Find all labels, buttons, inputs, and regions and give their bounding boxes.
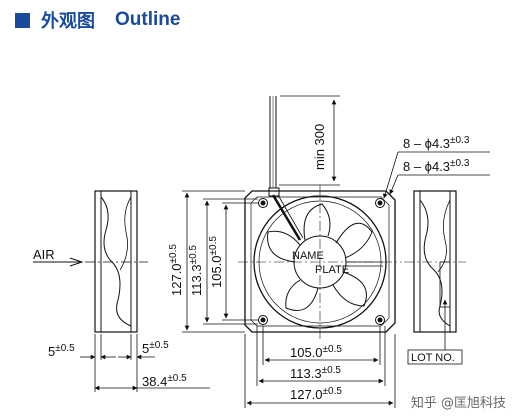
horizontal-dims [244,326,396,408]
lead-length-label: min 300 [312,124,327,170]
hole-callouts [382,151,490,199]
horizontal-dim-113: 113.3±0.5 [290,365,341,381]
lot-no-leader [407,299,463,365]
air-flow-arrow: AIR [33,247,84,267]
side-dim-left: 5±0.5 [48,343,75,359]
name-plate-line1: NAME [292,250,324,262]
hole-callout-2: 8 – ϕ4.3±0.3 [403,158,470,174]
right-side-view [404,190,466,333]
vertical-dim-127: 127.0±0.5 [168,244,184,296]
side-dim-right: 5±0.5 [142,340,169,356]
vertical-dim-113: 113.3±0.5 [188,245,204,296]
side-dim-depth: 38.4±0.5 [142,373,187,389]
hole-callout-1: 8 – ϕ4.3±0.3 [403,135,470,151]
header-title-cn: 外观图 [41,11,95,32]
name-plate-line2: PLATE [315,264,349,276]
watermark-text: 知乎 @匡旭科技 [410,396,506,411]
horizontal-dim-105: 105.0±0.5 [290,344,342,360]
horizontal-dim-127: 127.0±0.5 [290,386,342,402]
air-label: AIR [33,247,55,262]
watermark: 知乎 @匡旭科技 [411,392,506,411]
lot-no-label: LOT NO. [411,352,455,364]
header-square-icon [15,12,30,28]
side-width-dims [80,334,210,392]
header-title-en: Outline [115,9,181,30]
section-header: 外观图 Outline [15,7,180,33]
left-side-view [85,190,148,333]
front-view-fan [238,185,402,340]
lead-wire [269,95,340,188]
vertical-dims [182,190,258,333]
vertical-dim-105: 105.0±0.5 [208,236,224,288]
